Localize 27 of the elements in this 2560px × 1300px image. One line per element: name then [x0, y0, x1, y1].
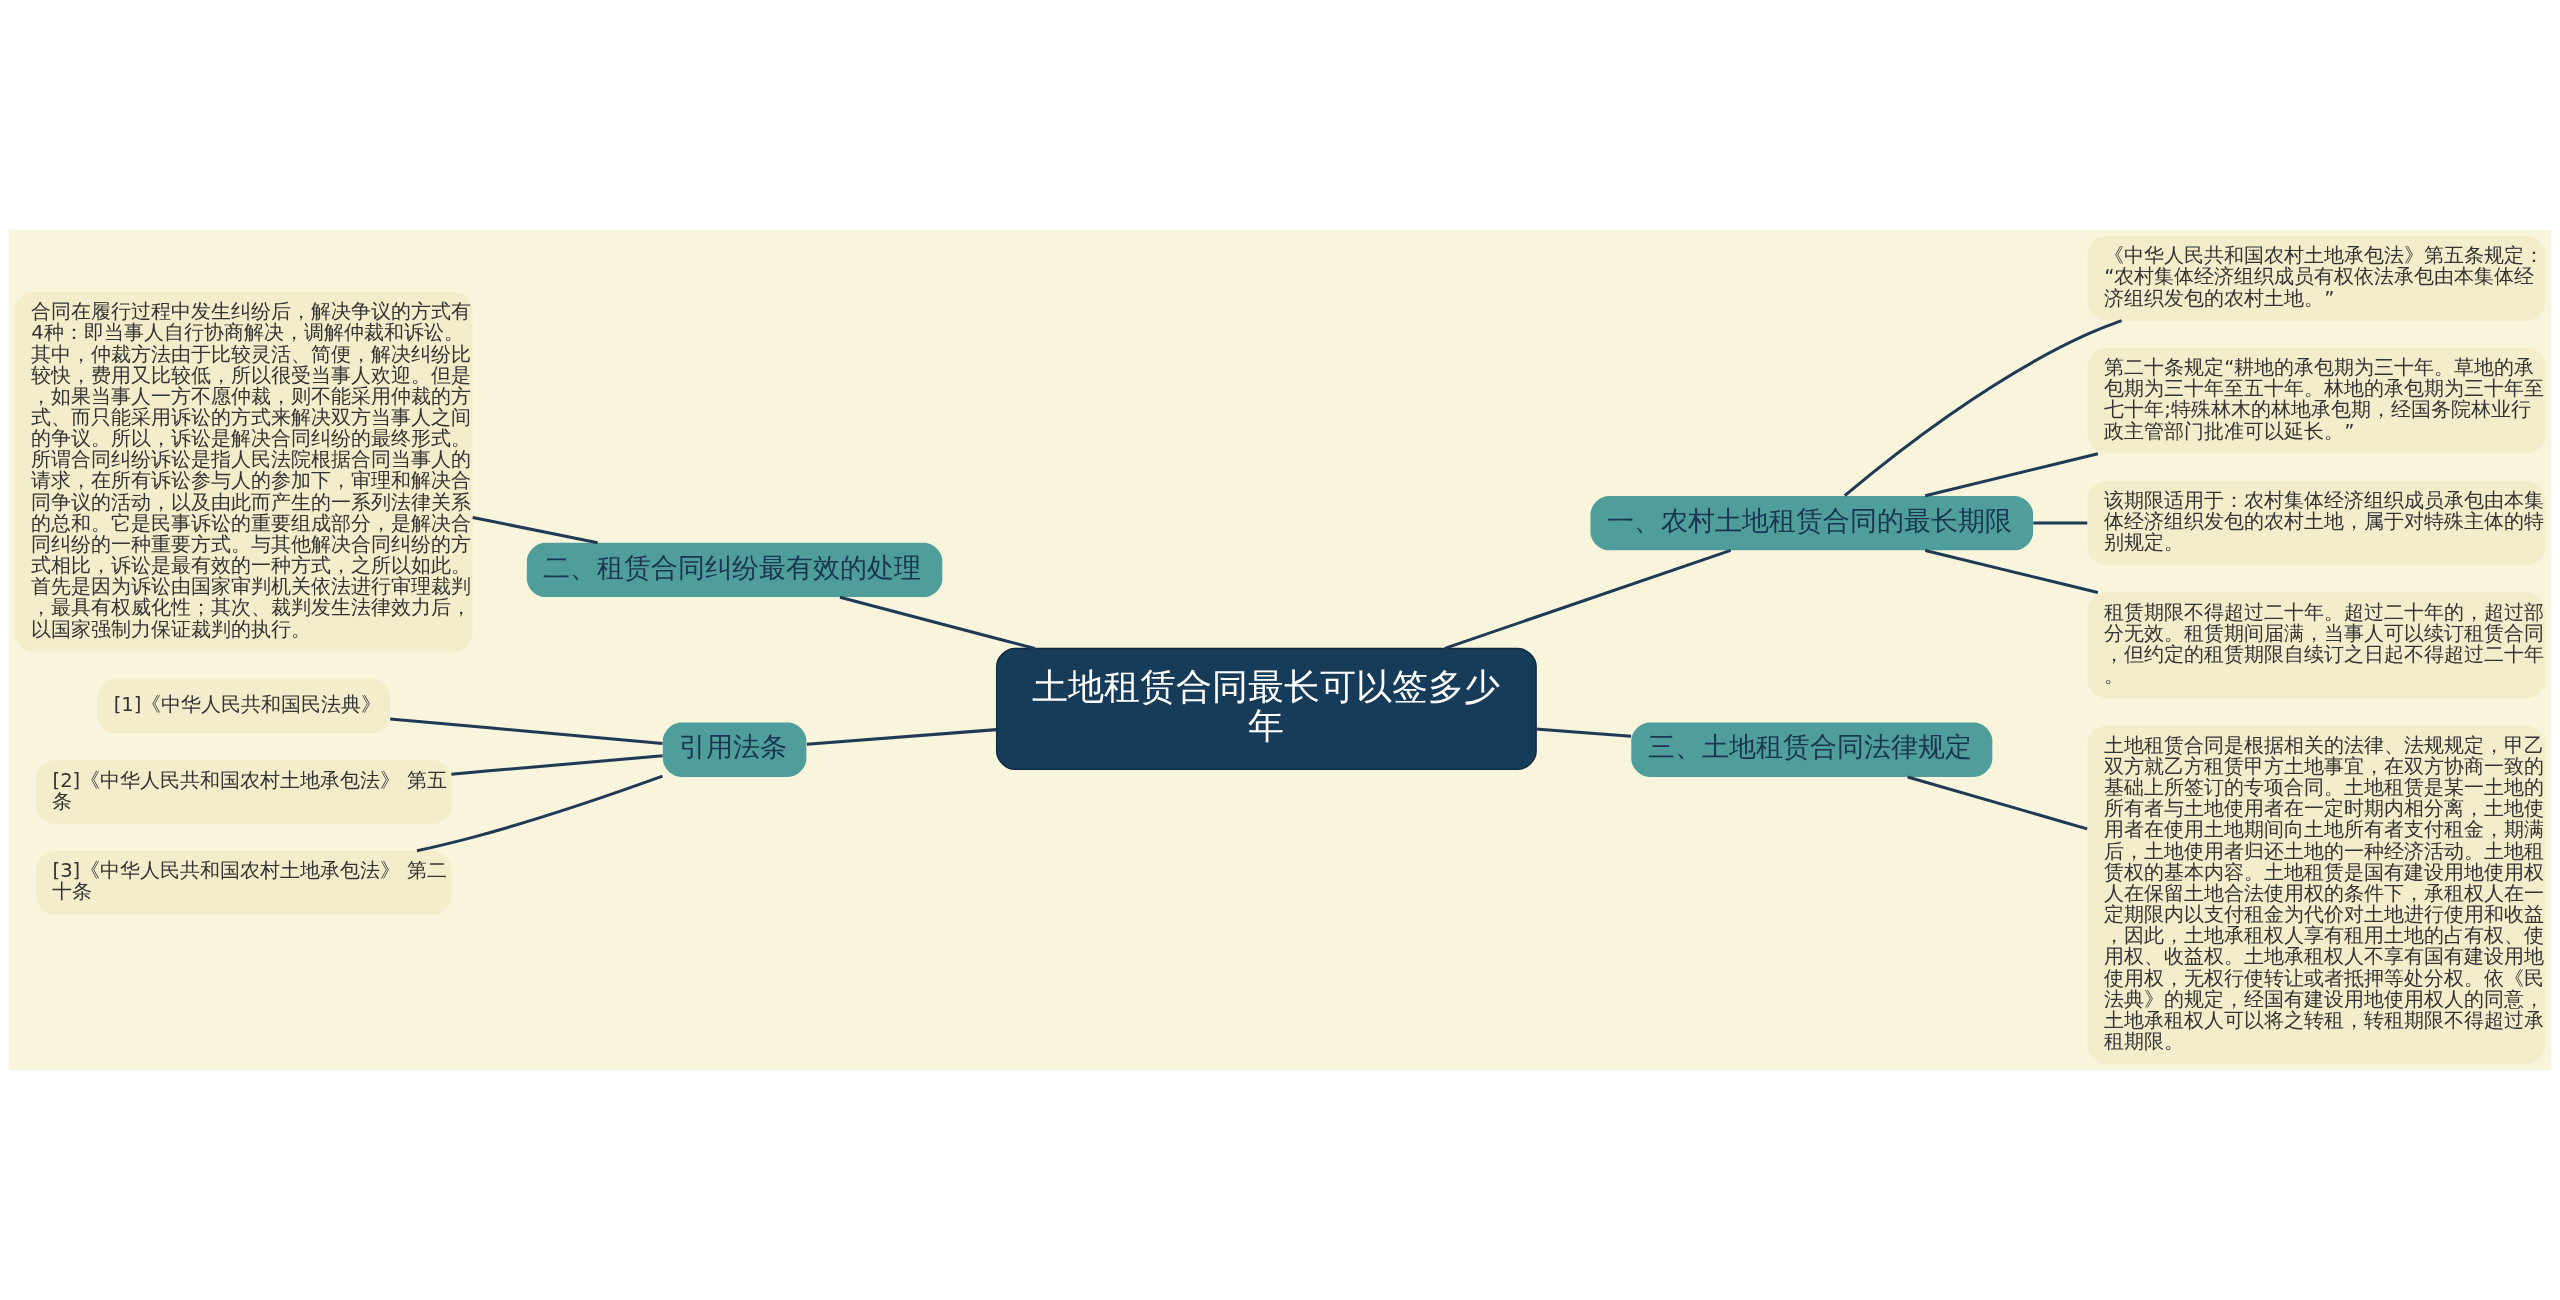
connector — [1924, 452, 2099, 498]
node-box: 《中华人民共和国农村土地承包法》第五条规定：“农村集体经济组织成员有权依法承包由本集体经济组织发包的农村土地。” — [2087, 236, 2546, 321]
connector — [416, 774, 663, 853]
node-box: 一、农村土地租赁合同的最长期限 — [1590, 495, 2034, 551]
connector — [1843, 319, 2123, 497]
node-box: 引用法条 — [662, 722, 807, 777]
node-box: 该期限适用于：农村集体经济组织成员承包由本集体经济组织发包的农村土地，属于对特殊主体的特别规定。 — [2087, 480, 2546, 566]
connector — [1444, 548, 1732, 650]
node-box: [3]《中华人民共和国农村土地承包法》 第二十条 — [35, 850, 452, 915]
connector — [1907, 775, 2088, 831]
connector — [1536, 727, 1632, 738]
connector — [390, 717, 663, 745]
node-box: 二、租赁合同纠纷最有效的处理 — [526, 542, 943, 598]
connector — [806, 728, 997, 746]
node-box: 租赁期限不得超过二十年。超过二十年的，超过部分无效。租赁期间届满，当事人可以续订租赁合同，但约定的租赁期限自续订之日起不得超过二十年。 — [2087, 592, 2546, 699]
connector — [1924, 548, 2099, 594]
node-box: [2]《中华人民共和国农村土地承包法》 第五条 — [35, 760, 452, 824]
connector — [2033, 521, 2088, 525]
node-box: [1]《中华人民共和国民法典》 — [97, 678, 391, 734]
node-box: 三、土地租赁合同法律规定 — [1631, 722, 1993, 777]
node-box: 合同在履行过程中发生纠纷后，解决争议的方式有4种：即当事人自行协商解决，调解仲裁和诉讼。其中，仲裁方法由于比较灵活、简便，解决纠纷比较快，费用又比较低，所以很受当事人欢迎。但是，如果当事人一方不愿仲裁，则不能采用仲裁的方式、而只能采用诉讼的方式来解决双方当事人之间的争议。所以，诉讼是解决合同纠纷的最终形式。所谓合同纠纷诉讼是指人民法院根据合同当事人的请求，在所有诉讼参与人的参加下，审理和解决合同争议的活动，以及由此而产生的一系列法律关系的总和。它是民事诉讼的重要组成部分，是解决合同纠纷的一种重要方式。与其他解决合同纠纷的方式相比，诉讼是最有效的一种方式，之所以如此。首先是因为诉讼由国家审判机关依法进行审理裁判，最具有权威化性；其次、裁判发生法律效力后，以国家强制力保证裁判的执行。 — [14, 291, 473, 652]
node-box: 土地租赁合同最长可以签多少年 — [995, 647, 1537, 771]
connector — [472, 516, 598, 545]
connector — [839, 595, 1036, 650]
node-box: 土地租赁合同是根据相关的法律、法规规定，甲乙双方就乙方租赁甲方土地事宜，在双方协商一致的基础上所签订的专项合同。土地租赁是某一土地的所有者与土地使用者在一定时期内相分离，土地使用者在使用土地期间向土地所有者支付租金，期满后，土地使用者归还土地的一种经济活动。土地租赁权的基本内容。土地租赁是国有建设用地使用权人在保留土地合法使用权的条件下，承租权人在一定期限内以支付租金为代价对土地进行使用和收益，因此，土地承租权人享有租用土地的占有权、使用权、收益权。土地承租权人不享有国有建设用地使用权，无权行使转让或者抵押等处分权。依《民法典》的规定，经国有建设用地使用权人的同意，土地承租权人可以将之转租，转租期限不得超过承租期限。 — [2087, 725, 2546, 1064]
connector — [451, 754, 663, 776]
node-box: 第二十条规定“耕地的承包期为三十年。草地的承包期为三十年至五十年。林地的承包期为三十年至七十年;特殊林木的林地承包期，经国务院林业行政主管部门批准可以延长。” — [2087, 347, 2546, 454]
